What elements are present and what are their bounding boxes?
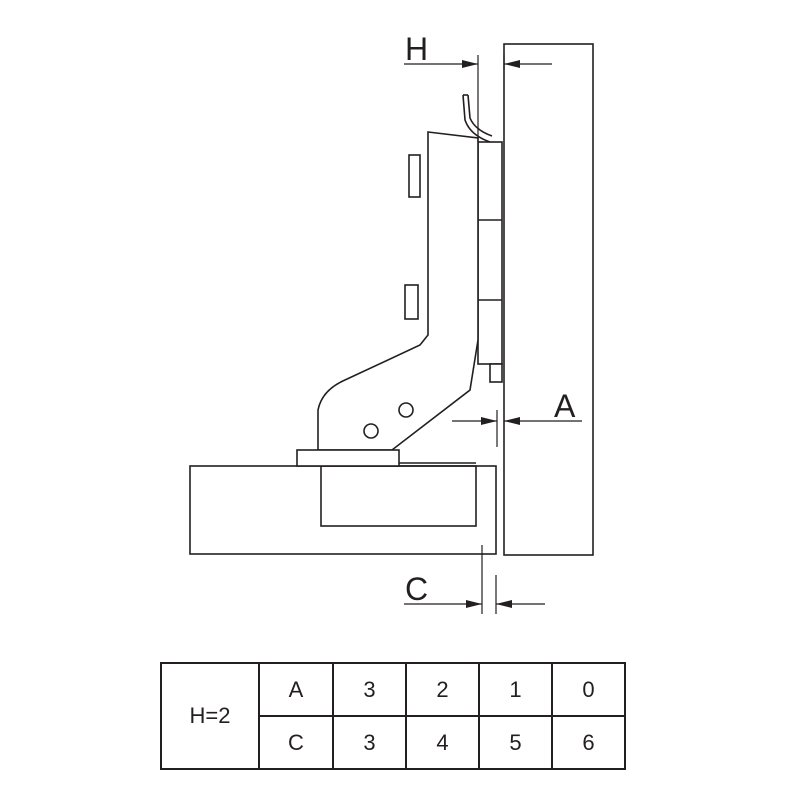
table-cell: 2: [405, 662, 480, 717]
dimension-c: C: [404, 545, 545, 614]
table-cell: 3: [332, 662, 407, 717]
table-header-h: H=2: [160, 662, 260, 770]
table-cell: 4: [405, 715, 480, 770]
table-row: C 3 4 5 6: [161, 715, 626, 770]
hinge-diagram: H A C: [189, 31, 594, 614]
spec-table: H=2 A 3 2 1 0 C 3 4 5 6: [160, 662, 626, 770]
table-cell: 1: [478, 662, 553, 717]
table-row: H=2 A 3 2 1 0: [160, 662, 626, 770]
dimension-label-a: A: [554, 388, 576, 424]
cabinet-side-panel: [503, 43, 594, 556]
dimension-label-h: H: [405, 31, 428, 67]
table-cell: 3: [332, 715, 407, 770]
dimension-a: A: [452, 388, 582, 447]
dimension-label-c: C: [405, 571, 428, 607]
table-cell: 5: [478, 715, 553, 770]
spring-clip: [462, 94, 491, 143]
row-key-c: C: [258, 715, 334, 770]
pivot-pin: [363, 423, 379, 439]
pivot-pin: [398, 402, 414, 418]
hinge-arm: [317, 131, 479, 451]
dimension-h: H: [404, 31, 552, 142]
door-panel: [189, 465, 497, 555]
mounting-plate: [477, 141, 503, 383]
hinge-cup-flange: [296, 449, 400, 467]
table-cell: 0: [551, 662, 626, 717]
row-key-a: A: [258, 662, 334, 717]
table-cell: 6: [551, 715, 626, 770]
